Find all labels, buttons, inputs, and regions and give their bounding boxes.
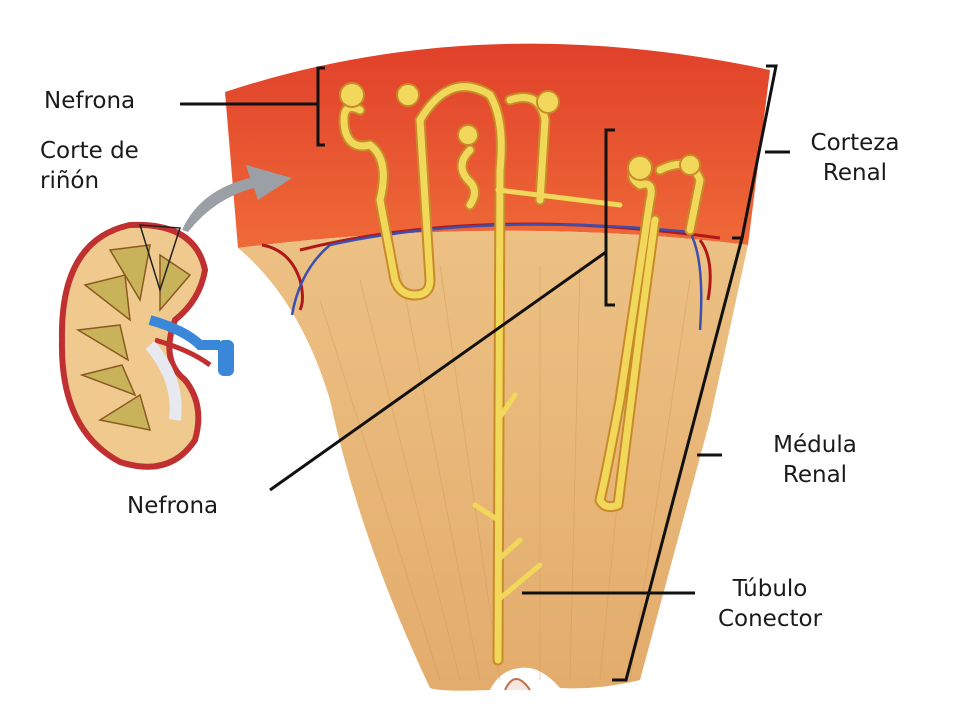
collecting-duct-branches [472, 187, 623, 603]
zoom-arrow [182, 165, 292, 232]
glomeruli [339, 82, 701, 181]
medulla-bracket [612, 236, 744, 682]
label-corteza-renal: Corteza Renal [800, 128, 910, 188]
label-corteza-line1: Corteza [810, 130, 900, 156]
label-medula-line1: Médula [773, 432, 857, 458]
renal-medulla [238, 230, 748, 691]
nephron-bracket-bottom [604, 128, 615, 307]
label-tubulo-line1: Túbulo [732, 576, 808, 602]
leader-nefrona-bottom [269, 250, 607, 492]
label-tubulo-conector: Túbulo Conector [705, 574, 835, 634]
label-nefrona-top: Nefrona [44, 88, 136, 114]
label-medula-renal: Médula Renal [760, 430, 870, 490]
label-corteza-line2: Renal [822, 160, 888, 186]
leader-lines [180, 102, 790, 595]
medulla-striations [319, 264, 691, 681]
label-corte-de-rinon: Corte de riñón [40, 136, 139, 196]
brackets [316, 64, 778, 682]
renal-papilla [504, 678, 531, 691]
label-corte-line2: riñón [40, 168, 100, 194]
label-nefrona-bottom: Nefrona [127, 493, 219, 519]
label-corte-line1: Corte de [40, 138, 139, 164]
kidney-section-inset [58, 221, 234, 470]
nephron-bracket-top [316, 66, 325, 147]
label-tubulo-line2: Conector [717, 606, 823, 632]
label-medula-line2: Renal [782, 462, 848, 488]
